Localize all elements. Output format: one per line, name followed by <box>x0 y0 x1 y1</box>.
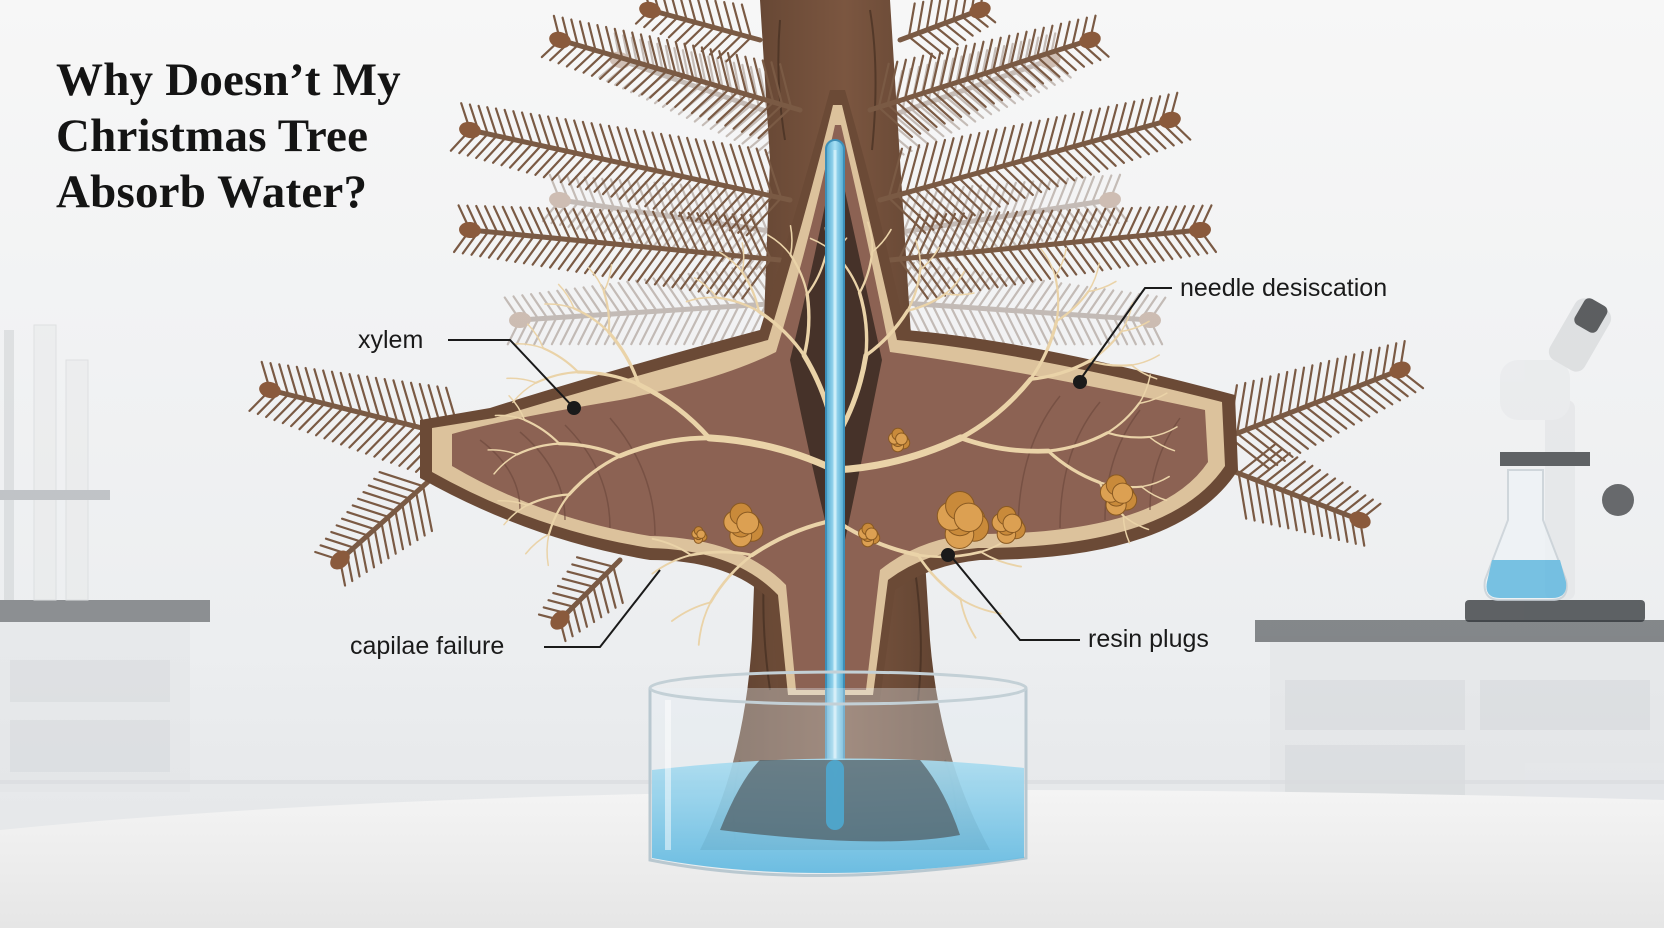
capillary-leader-line <box>544 569 661 648</box>
capillary-failure-label: capilae failure <box>350 632 505 660</box>
title-line-1: Why Doesn’t My <box>56 54 401 106</box>
resin-leader-line <box>949 554 1080 641</box>
callout-leader-lines <box>448 287 1172 648</box>
resin-plugs-label: resin plugs <box>1088 625 1209 653</box>
page-title: Why Doesn’t My Christmas Tree Absorb Wat… <box>56 52 401 220</box>
title-line-2: Christmas Tree <box>56 110 369 162</box>
cross-section <box>420 90 1238 821</box>
xylem-leader-line <box>448 339 575 409</box>
title-line-3: Absorb Water? <box>56 166 368 218</box>
pine-branches <box>248 0 1425 643</box>
water-dish <box>648 670 1028 877</box>
lab-flask <box>1483 469 1568 601</box>
needle-leader-line <box>1079 287 1172 381</box>
lab-bench-left <box>0 324 210 792</box>
microscope <box>1465 298 1645 622</box>
xylem-label: xylem <box>358 326 424 354</box>
resin-plug-clusters <box>691 427 1138 549</box>
growth-rings <box>479 395 1181 536</box>
needle-desiccation-label: needle desiscation <box>1180 274 1388 302</box>
